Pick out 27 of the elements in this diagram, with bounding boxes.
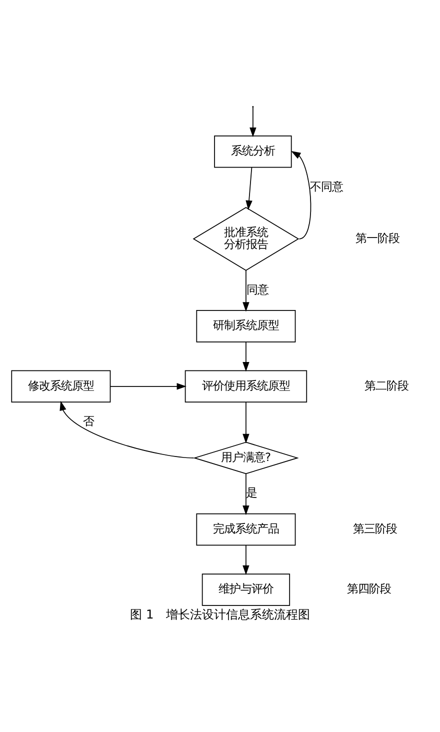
label: 第一阶段 <box>356 230 400 245</box>
arrow <box>242 474 250 516</box>
label: 第四阶段 <box>347 582 392 596</box>
arrow <box>242 402 250 444</box>
edge-label: 是 <box>246 486 258 500</box>
node-box: 修改系统原型 <box>11 370 111 403</box>
arrow <box>60 400 194 458</box>
arrow <box>291 150 312 240</box>
arrow <box>242 545 250 575</box>
arrow <box>242 270 250 312</box>
node-box: 系统分析 <box>214 135 292 168</box>
arrow <box>110 383 186 390</box>
edge-label: 同意 <box>246 282 268 296</box>
node-diamond: 批准系统分析报告 <box>192 206 300 271</box>
label: 第三阶段 <box>353 521 398 536</box>
arrow <box>242 342 250 372</box>
edge-label: 否 <box>82 414 94 428</box>
arrow <box>250 106 256 138</box>
node-box: 评价使用系统原型 <box>184 370 308 403</box>
arrow <box>246 166 252 210</box>
node-box: 研制系统原型 <box>196 310 296 342</box>
edge-label: 不同意 <box>310 179 344 194</box>
caption: 图 1 增长法设计信息系统流程图 <box>130 608 310 622</box>
label: 第二阶段 <box>364 378 408 392</box>
node-diamond: 用户满意? <box>193 442 299 474</box>
node-box: 维护与评价 <box>202 574 290 606</box>
node-box: 完成系统产品 <box>196 513 296 546</box>
